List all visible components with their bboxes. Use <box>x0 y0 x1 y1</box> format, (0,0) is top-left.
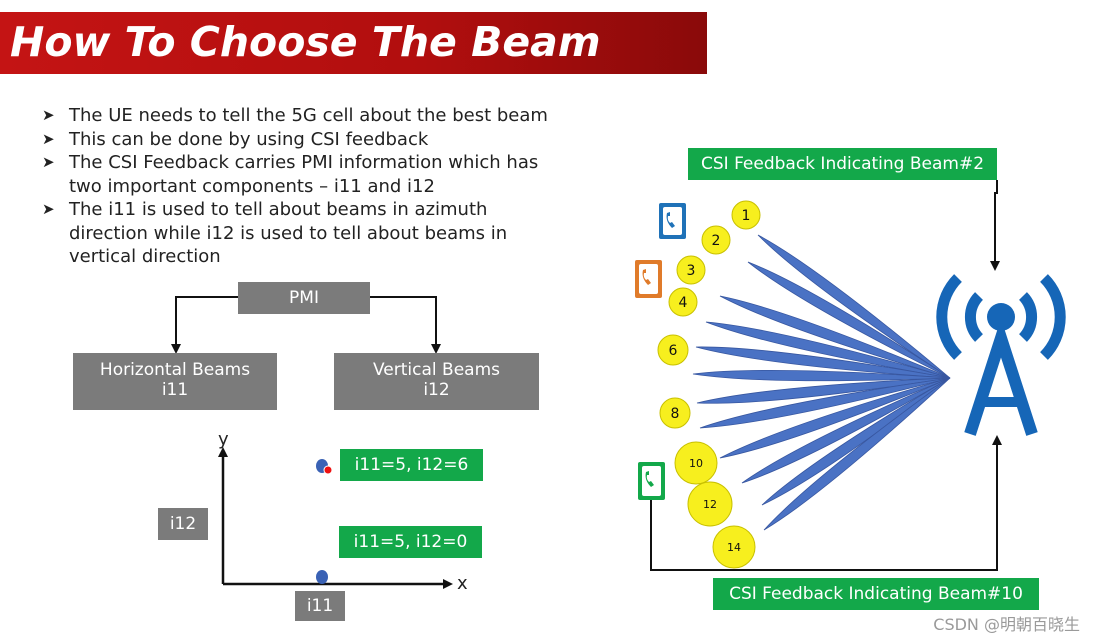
phone-icon <box>638 462 665 500</box>
beam-number-circle <box>659 397 691 429</box>
slide-title: How To Choose The Beam <box>10 18 601 66</box>
beam-number-circle <box>668 287 698 317</box>
y-axis-label: y <box>218 429 229 450</box>
beam-number-label: 12 <box>703 498 717 511</box>
title-bar: How To Choose The Beam <box>0 12 707 74</box>
beam-lobe <box>705 321 951 379</box>
beam-number-circle <box>701 225 731 255</box>
bullet-item: ➤ The CSI Feedback carries PMI informati… <box>42 152 539 197</box>
watermark: CSDN @明朝百晓生 <box>933 615 1080 634</box>
beam-number-circle <box>676 255 706 285</box>
csi-feedback-beam10-label: CSI Feedback Indicating Beam#10 <box>713 578 1039 610</box>
beam-number-label: 2 <box>712 233 721 249</box>
arrow-bullet-icon: ➤ <box>42 129 55 148</box>
x-axis-label: x <box>457 573 468 594</box>
bullet-list: ➤ The UE needs to tell the 5G cell about… <box>42 104 562 269</box>
beam-number-label: 14 <box>727 541 741 554</box>
arrow-bullet-icon: ➤ <box>42 106 55 124</box>
beam-lobe <box>763 377 951 531</box>
beam-lobe <box>696 377 951 404</box>
beam-lobe <box>699 377 951 429</box>
cell-tower-icon <box>936 274 1066 436</box>
beam-lobe <box>692 369 951 382</box>
beam-number-label: 4 <box>679 295 688 311</box>
beam-lobe <box>741 377 951 484</box>
beam-number-label: 6 <box>669 343 678 359</box>
beam-number-circle <box>674 441 718 485</box>
i11-axis-box: i11 <box>295 591 345 621</box>
beam-number-label: 1 <box>742 208 751 224</box>
beam-number-circle <box>657 334 689 366</box>
i12-axis-box: i12 <box>158 508 208 540</box>
bullet-item: ➤ The i11 is used to tell about beams in… <box>42 199 508 267</box>
beam-lobe <box>747 261 951 379</box>
beam-number-label: 10 <box>689 457 703 470</box>
csi-feedback-beam2-label: CSI Feedback Indicating Beam#2 <box>688 148 997 180</box>
arrow-bullet-icon: ➤ <box>42 153 55 171</box>
beam-number-circle <box>731 200 761 230</box>
beam-number-circle <box>712 525 756 569</box>
point-a-label: i11=5, i12=6 <box>340 449 483 481</box>
phone-icon <box>659 203 686 239</box>
horizontal-beams-box: Horizontal Beams i11 <box>73 353 277 410</box>
beam-number-label: 3 <box>687 263 696 279</box>
beam-lobe <box>757 234 951 379</box>
beam-lobe <box>719 377 951 459</box>
phone-icon <box>635 260 662 298</box>
point-b-label: i11=5, i12=0 <box>339 526 482 558</box>
pmi-box: PMI <box>238 282 370 314</box>
vertical-beams-box: Vertical Beams i12 <box>334 353 539 410</box>
beam-number-circle <box>687 481 733 527</box>
bullet-item: ➤ The UE needs to tell the 5G cell about… <box>42 105 548 126</box>
beam-lobe <box>719 295 951 379</box>
bullet-item: ➤ This can be done by using CSI feedback <box>42 128 429 150</box>
beam-number-label: 8 <box>671 406 680 422</box>
arrow-bullet-icon: ➤ <box>42 200 55 218</box>
beam-lobe <box>695 346 951 379</box>
point-b <box>316 570 328 584</box>
